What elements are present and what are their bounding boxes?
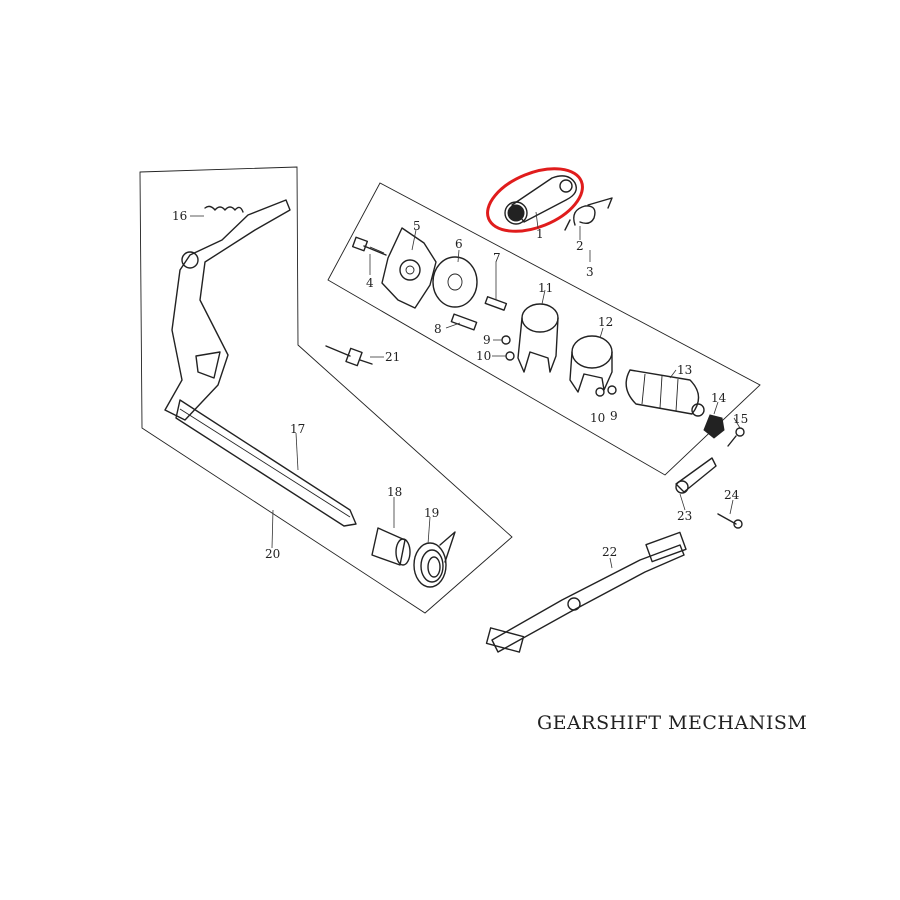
pin-part-7[interactable]: [484, 296, 508, 311]
clip-part-9b[interactable]: [607, 385, 617, 395]
label-part-16: 16: [172, 209, 187, 223]
clip-part-10a[interactable]: [505, 351, 515, 361]
spring-part-16[interactable]: [204, 205, 244, 213]
shift-lever-part-20[interactable]: [164, 199, 291, 421]
label-part-21: 21: [385, 350, 400, 364]
washer-plate-part[interactable]: [432, 256, 478, 308]
stopper-bolt-part-21[interactable]: [325, 345, 373, 367]
shift-fork-part-11[interactable]: [517, 303, 559, 373]
label-part-8: 8: [434, 322, 442, 336]
collar-part-18[interactable]: [371, 527, 411, 566]
shift-fork-part-12[interactable]: [569, 335, 613, 393]
label-part-3: 3: [586, 265, 594, 279]
star-plate-part[interactable]: [381, 227, 437, 309]
diagram-caption: GEARSHIFT MECHANISM: [537, 712, 807, 734]
shaft-assembly-outline: [139, 166, 513, 614]
label-part-9b: 9: [610, 409, 618, 423]
leader-lines: [190, 211, 741, 569]
screw-part-15[interactable]: [727, 427, 745, 447]
star-cam-part-14[interactable]: [703, 414, 725, 439]
return-spring-part[interactable]: [564, 197, 613, 231]
shift-shaft-part-17[interactable]: [175, 399, 357, 527]
indicator-plate-part-23[interactable]: [675, 457, 717, 494]
label-part-10b: 10: [590, 411, 605, 425]
label-part-20: 20: [265, 547, 280, 561]
label-part-19: 19: [424, 506, 439, 520]
label-part-5: 5: [413, 219, 421, 233]
label-part-13: 13: [677, 363, 692, 377]
gearshift-pedal-part-22[interactable]: [485, 531, 687, 653]
label-part-14: 14: [711, 391, 727, 405]
label-part-18: 18: [387, 485, 402, 499]
label-part-17: 17: [290, 422, 305, 436]
shift-drum-part-13[interactable]: [625, 369, 705, 417]
bolt-part-4[interactable]: [351, 236, 387, 256]
label-part-1: 1: [536, 227, 544, 241]
label-part-7: 7: [493, 251, 501, 265]
label-part-2: 2: [576, 239, 584, 253]
label-part-22: 22: [602, 545, 617, 559]
label-part-4: 4: [366, 276, 374, 290]
pin-part-8[interactable]: [450, 313, 478, 331]
clip-part-10b[interactable]: [595, 387, 605, 397]
highlight-circle: [486, 167, 584, 233]
label-part-23: 23: [677, 509, 692, 523]
shift-arm-part[interactable]: [504, 175, 578, 225]
label-part-15: 15: [733, 412, 748, 426]
label-part-12: 12: [598, 315, 613, 329]
drum-assembly-outline: [327, 182, 761, 476]
label-part-9a: 9: [483, 333, 491, 347]
torsion-spring-part-19[interactable]: [413, 531, 456, 588]
clip-part-9a[interactable]: [501, 335, 511, 345]
screw-part-24[interactable]: [717, 513, 743, 529]
label-part-11: 11: [538, 281, 553, 295]
label-part-24: 24: [724, 488, 740, 502]
label-part-6: 6: [455, 237, 463, 251]
label-part-10a: 10: [476, 349, 491, 363]
